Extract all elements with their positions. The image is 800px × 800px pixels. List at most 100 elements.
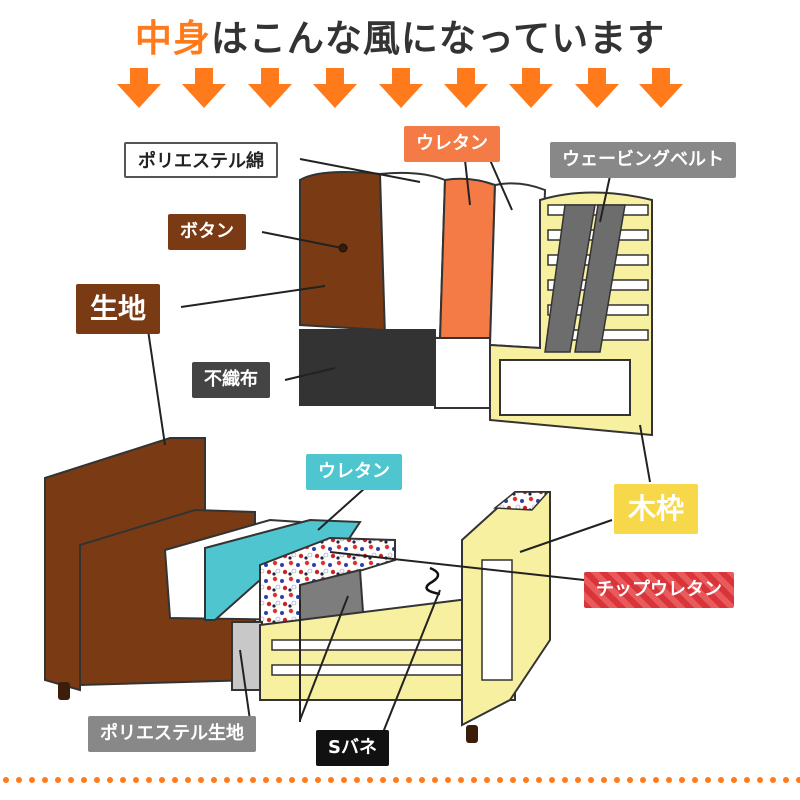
divider-dot	[29, 777, 35, 783]
s-spring-shape	[425, 566, 441, 596]
label-wood-frame: 木枠	[614, 484, 699, 534]
divider-dot	[250, 777, 256, 783]
divider-dot	[510, 777, 516, 783]
arrow-down-icon	[313, 68, 357, 108]
divider-dot	[770, 777, 776, 783]
label-s-spring: Sバネ	[316, 730, 389, 766]
dotted-divider	[3, 777, 800, 783]
divider-dot	[536, 777, 542, 783]
label-webbing-belt: ウェービングベルト	[550, 142, 736, 178]
divider-dot	[549, 777, 555, 783]
divider-dot	[679, 777, 685, 783]
divider-dot	[68, 777, 74, 783]
divider-dot	[757, 777, 763, 783]
divider-dot	[627, 777, 633, 783]
divider-dot	[315, 777, 321, 783]
arrow-down-icon	[379, 68, 423, 108]
divider-dot	[237, 777, 243, 783]
divider-dot	[81, 777, 87, 783]
divider-dot	[471, 777, 477, 783]
divider-dot	[133, 777, 139, 783]
label-urethane-bottom: ウレタン	[306, 454, 402, 490]
divider-dot	[406, 777, 412, 783]
divider-dot	[55, 777, 61, 783]
divider-dot	[172, 777, 178, 783]
divider-dot	[393, 777, 399, 783]
divider-dot	[367, 777, 373, 783]
divider-dot	[653, 777, 659, 783]
divider-dot	[198, 777, 204, 783]
divider-dot	[276, 777, 282, 783]
divider-dot	[94, 777, 100, 783]
divider-dot	[601, 777, 607, 783]
arrow-down-icon	[182, 68, 226, 108]
divider-dot	[380, 777, 386, 783]
divider-dot	[731, 777, 737, 783]
leader-lines	[147, 158, 651, 741]
divider-dot	[523, 777, 529, 783]
divider-dot	[614, 777, 620, 783]
seat-grey-strip	[231, 621, 263, 691]
leg-right	[466, 725, 478, 743]
divider-dot	[289, 777, 295, 783]
divider-dot	[146, 777, 152, 783]
divider-dot	[107, 777, 113, 783]
divider-dot	[796, 777, 800, 783]
divider-dot	[354, 777, 360, 783]
webbing-diagonal	[544, 204, 596, 353]
divider-dot	[445, 777, 451, 783]
divider-dot	[744, 777, 750, 783]
arm-top-chips	[492, 491, 550, 511]
divider-dot	[458, 777, 464, 783]
divider-dot	[185, 777, 191, 783]
backrest-nonwoven-shape	[299, 329, 436, 406]
divider-dot	[562, 777, 568, 783]
divider-dot	[224, 777, 230, 783]
backrest-urethane-orange	[438, 177, 497, 347]
divider-dot	[575, 777, 581, 783]
label-fabric: 生地	[76, 284, 161, 334]
label-chip-urethane: チップウレタン	[584, 572, 734, 608]
arrow-down-icon	[444, 68, 488, 108]
divider-dot	[328, 777, 334, 783]
divider-dot	[3, 777, 9, 783]
backrest-white-base	[434, 337, 491, 409]
backrest-cutaway	[299, 171, 653, 437]
webbing-diagonal-2	[574, 204, 626, 353]
divider-dot	[588, 777, 594, 783]
label-button: ボタン	[168, 214, 246, 250]
label-urethane-top: ウレタン	[404, 126, 500, 162]
divider-dot	[16, 777, 22, 783]
arrow-down-icon	[509, 68, 553, 108]
down-arrows	[117, 68, 683, 108]
divider-dot	[783, 777, 789, 783]
divider-dot	[497, 777, 503, 783]
backrest-wadding-shape	[378, 171, 447, 340]
divider-dot	[432, 777, 438, 783]
divider-dot	[640, 777, 646, 783]
label-nonwoven: 不織布	[192, 362, 270, 398]
divider-dot	[484, 777, 490, 783]
divider-dot	[718, 777, 724, 783]
label-polyester-wadding: ポリエステル綿	[124, 142, 278, 178]
arrow-down-icon	[639, 68, 683, 108]
divider-dot	[302, 777, 308, 783]
divider-dot	[341, 777, 347, 783]
divider-dot	[159, 777, 165, 783]
divider-dot	[692, 777, 698, 783]
title-rest: はこんな風になっています	[210, 17, 666, 60]
seat-cutaway	[44, 437, 551, 743]
arrow-down-icon	[575, 68, 619, 108]
arrow-down-icon	[117, 68, 161, 108]
frame-slot	[499, 359, 631, 416]
divider-dot	[705, 777, 711, 783]
divider-dot	[120, 777, 126, 783]
title-accent: 中身	[134, 17, 211, 60]
divider-dot	[419, 777, 425, 783]
leg-left	[58, 682, 70, 700]
divider-dot	[211, 777, 217, 783]
divider-dot	[666, 777, 672, 783]
divider-dot	[263, 777, 269, 783]
arm-slot	[481, 559, 513, 681]
